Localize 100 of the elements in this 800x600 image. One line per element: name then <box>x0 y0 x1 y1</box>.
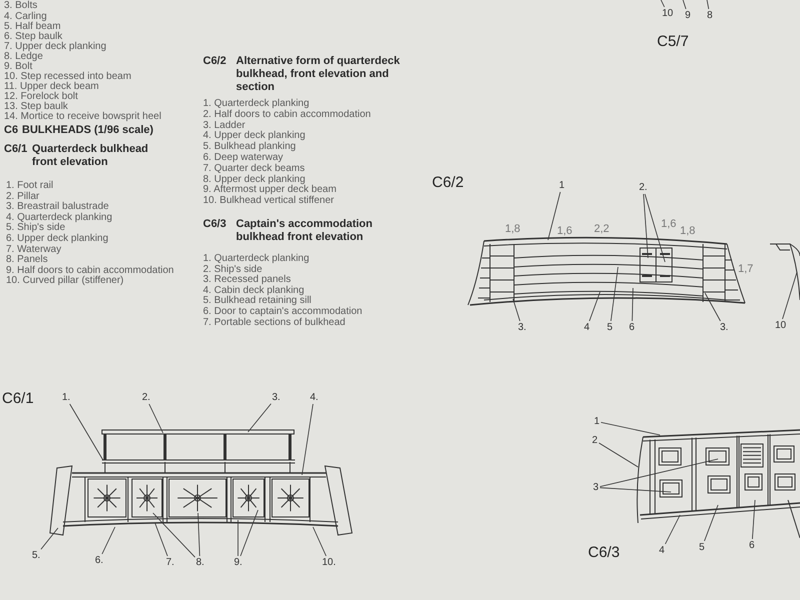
list-item: 4. Carling <box>4 11 47 22</box>
list-item: 8. Ledge <box>4 51 43 62</box>
figure-title: C6/3 <box>588 544 620 561</box>
list-item: 5. Half beam <box>4 21 61 32</box>
list-item: 2. Pillar <box>6 190 40 202</box>
callout-number: 6 <box>629 322 635 333</box>
dimension-label: 1,6 <box>557 226 572 237</box>
section-heading: Captain's accommodation bulkhead front elevation <box>236 218 374 244</box>
leader-line <box>610 266 618 322</box>
leader-line <box>598 442 638 468</box>
leader-line <box>248 403 272 432</box>
callout-number: 4 <box>659 545 665 556</box>
list-item: 5. Bulkhead planking <box>203 141 296 152</box>
list-item: 5. Ship's side <box>6 222 66 234</box>
leader-line <box>102 526 116 554</box>
callout-number: 3. <box>518 322 526 333</box>
list-item: 7. Waterway <box>6 244 62 255</box>
leader-line <box>152 512 196 558</box>
section-heading: C6/3 <box>203 218 226 231</box>
callout-number: 2. <box>142 392 150 403</box>
callout-number: 8. <box>196 557 204 568</box>
section-heading: C6 <box>4 124 18 137</box>
leader-line <box>240 510 258 556</box>
leader-line <box>644 194 666 262</box>
section-heading: Quarterdeck bulkhead front elevation <box>32 143 150 169</box>
section-heading: BULKHEADS (1/96 scale) <box>22 124 154 137</box>
list-item: 1. Foot rail <box>6 180 54 191</box>
figure-title: C6/2 <box>432 174 464 191</box>
figure-title: C6/1 <box>2 390 34 407</box>
dimension-label: 1,8 <box>680 226 696 237</box>
leader-line <box>302 404 314 476</box>
list-item: 2. Half doors to cabin accommodation <box>203 108 371 120</box>
leader-line <box>154 522 168 556</box>
list-item: 10. Step recessed into beam <box>4 71 132 82</box>
callout-number: 3 <box>593 482 599 493</box>
callout-number: 6 <box>749 540 755 551</box>
callout-number: 3. <box>272 392 280 403</box>
leader-line <box>198 512 200 556</box>
callout-number: 8 <box>707 10 713 21</box>
list-item: 8. Panels <box>6 254 48 266</box>
leader-line <box>704 292 721 322</box>
leader-line <box>600 487 672 492</box>
leader-line <box>548 192 561 240</box>
leader-line <box>706 0 710 10</box>
callout-number: 5 <box>607 322 613 333</box>
dimension-label: 1,8 <box>505 224 520 235</box>
list-item: 9. Half doors to cabin accommodation <box>6 264 174 276</box>
dimension-label: 2,2 <box>594 224 610 235</box>
leader-line <box>600 458 718 487</box>
callout-number: 2 <box>592 435 598 446</box>
list-item: 6. Step baulk <box>4 31 62 42</box>
callout-number: 4 <box>584 322 590 333</box>
list-item: 3. Bolts <box>4 0 38 11</box>
callout-number: 2. <box>639 182 648 193</box>
leader-line <box>664 514 680 544</box>
list-item: 3. Breastrail balustrade <box>6 201 109 212</box>
leader-line <box>600 422 660 436</box>
leader-line <box>704 504 718 542</box>
figure-title: C5/7 <box>657 33 689 50</box>
list-item: 10. Bulkhead vertical stiffener <box>203 195 334 206</box>
list-item: 3. Ladder <box>203 120 246 131</box>
bulkhead-balustrade-drawing <box>49 430 353 536</box>
leader-line <box>782 272 798 320</box>
leader-line <box>148 404 164 434</box>
section-heading: C6/2 <box>203 55 226 68</box>
callout-number: 3. <box>720 322 728 333</box>
leader-line <box>643 194 648 258</box>
callout-number: 1 <box>594 416 600 427</box>
callout-number: 5 <box>699 542 705 553</box>
list-item: 1. Quarterdeck planking <box>203 253 310 264</box>
list-item: 13. Step baulk <box>4 101 68 112</box>
list-item: 14. Mortice to receive bowsprit heel <box>4 111 162 122</box>
list-item: 6. Deep waterway <box>203 152 284 163</box>
list-item: 5. Bulkhead retaining sill <box>203 295 312 306</box>
list-item: 4. Cabin deck planking <box>203 284 304 296</box>
callout-number: 10. <box>322 557 336 568</box>
list-item: 3. Recessed panels <box>203 274 291 286</box>
callout-number: 6. <box>95 555 104 566</box>
callout-number: 1 <box>559 180 565 191</box>
callout-number: 4. <box>310 392 318 403</box>
dimension-label: 1,7 <box>738 264 754 275</box>
callout-number: 7. <box>166 557 174 568</box>
callout-number: 10 <box>662 8 674 19</box>
leader-line <box>682 0 686 10</box>
list-item: 12. Forelock bolt <box>4 91 78 102</box>
leader-line <box>589 292 600 322</box>
list-item: 4. Upper deck planking <box>203 130 306 142</box>
list-item: 7. Quarter deck beams <box>203 162 305 174</box>
leader-line <box>660 0 665 8</box>
list-item: 4. Quarterdeck planking <box>6 212 112 223</box>
list-item: 7. Upper deck planking <box>4 41 106 52</box>
leader-line <box>69 404 104 460</box>
list-item: 9. Bolt <box>4 61 32 72</box>
callout-number: 9. <box>234 557 242 568</box>
leader-line <box>40 528 58 550</box>
list-item: 6. Upper deck planking <box>6 233 108 244</box>
callout-number: 5. <box>32 550 40 561</box>
callout-number: 1. <box>62 392 70 403</box>
list-item: 8. Upper deck planking <box>203 174 306 185</box>
list-item: 6. Door to captain's accommodation <box>203 306 362 317</box>
